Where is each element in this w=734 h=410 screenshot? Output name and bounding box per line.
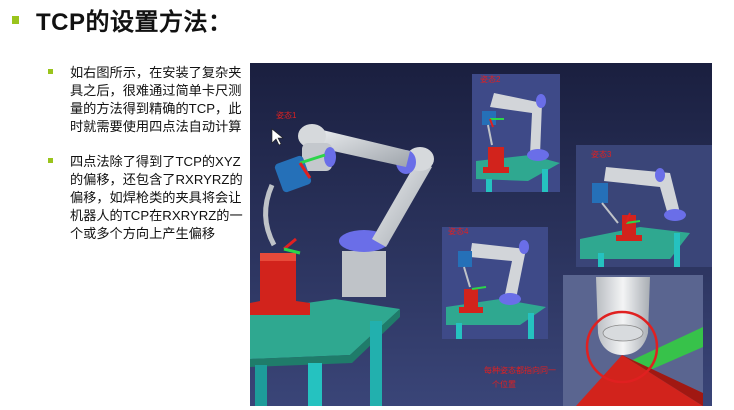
slide-title: TCP的设置方法： — [36, 9, 233, 36]
bullet-item: 四点法除了得到了TCP的XYZ的偏移，还包含了RXRYRZ的偏移，如焊枪类的夹具… — [48, 153, 246, 243]
pose3-tool — [592, 183, 608, 203]
bullet-marker — [48, 69, 53, 74]
pose3-table-leg — [674, 233, 680, 267]
robot-base — [342, 251, 386, 297]
robot-shoulder-joint — [298, 124, 326, 148]
pose4-label: 姿态4 — [448, 226, 469, 236]
pose4-fixture — [464, 289, 478, 309]
mouse-cursor-icon — [271, 128, 284, 146]
pose4-robot-arm — [470, 243, 526, 299]
target-fixture-top — [260, 253, 296, 261]
pose2-table-leg — [486, 179, 492, 192]
pose2-panel: 姿态2 — [472, 74, 560, 192]
pose2-table-leg — [542, 169, 548, 192]
note-line1: 每种姿态都指向同一 — [484, 365, 556, 375]
bullet-item: 如右图所示，在安装了复杂夹具之后，很难通过简单卡尺测量的方法得到精确的TCP，此… — [48, 64, 246, 136]
robot-joint-cap — [324, 147, 336, 167]
bullet-text: 四点法除了得到了TCP的XYZ的偏移，还包含了RXRYRZ的偏移，如焊枪类的夹具… — [70, 154, 243, 241]
table-leg — [370, 321, 382, 406]
main-robot-station: 姿态1 — [250, 110, 434, 406]
pose3-label: 姿态3 — [591, 149, 612, 159]
zoom-highlight-circle — [585, 310, 659, 384]
note-line2: 个位置 — [492, 379, 516, 389]
robot-upper-arm — [306, 127, 410, 167]
pose4-tool — [458, 251, 472, 267]
target-fixture — [250, 259, 310, 315]
welding-torch — [263, 183, 277, 247]
pose3-panel: 姿态3 — [576, 145, 712, 267]
pose2-tool — [482, 111, 496, 125]
zoom-detail-panel — [563, 275, 703, 406]
robot-lower-arm — [372, 159, 432, 247]
bullet-list: 如右图所示，在安装了复杂夹具之后，很难通过简单卡尺测量的方法得到精确的TCP，此… — [48, 64, 246, 260]
pose2-robot-arm — [490, 93, 542, 155]
pose4-table-leg — [528, 313, 534, 339]
pose3-table-leg — [598, 253, 604, 267]
pose1-label: 姿态1 — [276, 110, 297, 120]
table-leg — [255, 365, 267, 406]
table-edge — [250, 309, 400, 367]
title-bullet — [12, 16, 19, 24]
pose2-fixture — [488, 147, 504, 169]
table-leg — [308, 363, 322, 406]
zoom-green-rod — [626, 327, 703, 377]
pose2-label: 姿态2 — [480, 74, 501, 84]
bullet-text: 如右图所示，在安装了复杂夹具之后，很难通过简单卡尺测量的方法得到精确的TCP，此… — [70, 65, 242, 134]
pose4-table-leg — [456, 323, 462, 339]
pose4-panel: 姿态4 — [442, 226, 548, 339]
robot-tcp-figure: 姿态1 姿态2 姿态3 — [250, 63, 712, 406]
pose3-table — [580, 227, 690, 259]
zoom-red-cone — [576, 355, 703, 406]
pose3-fixture — [622, 215, 636, 237]
bullet-marker — [48, 158, 53, 163]
